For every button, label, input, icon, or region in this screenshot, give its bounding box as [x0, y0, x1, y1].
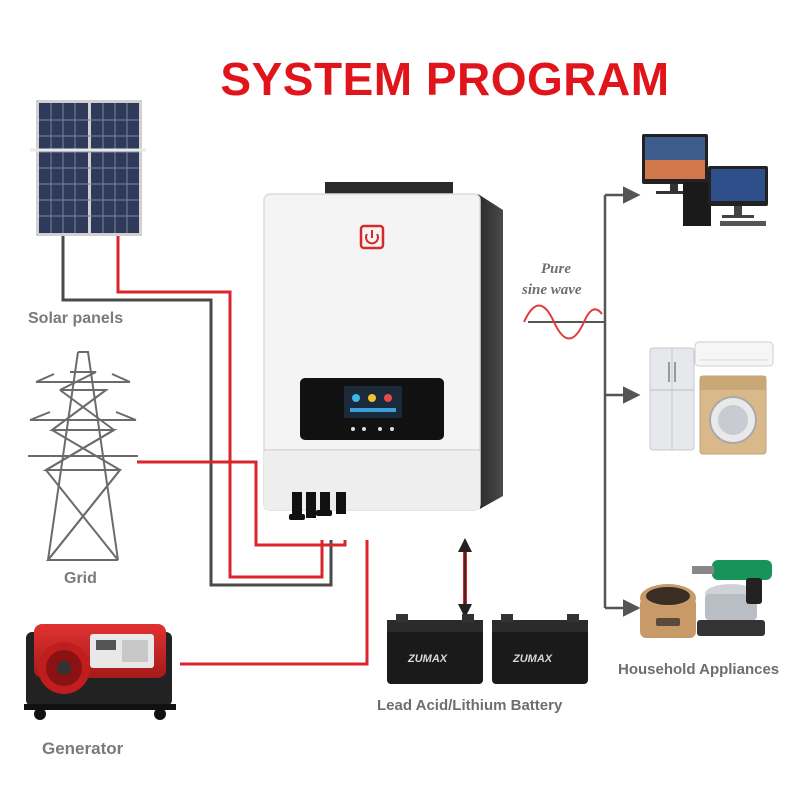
drill-icon [692, 560, 772, 604]
cooking-pot-icon [697, 584, 765, 636]
generator-label: Generator [42, 739, 124, 758]
inverter-terminals [289, 492, 346, 520]
solar-wire-red [116, 235, 324, 579]
battery-label: Lead Acid/Lithium Battery [377, 697, 563, 714]
solar-wire-dark [61, 235, 333, 587]
page-title: SYSTEM PROGRAM [220, 53, 669, 105]
inverter-display [300, 378, 444, 440]
air-conditioner-icon [694, 341, 774, 367]
household-appliances-label: Household Appliances [618, 661, 779, 678]
computer-icon [642, 134, 768, 226]
generator-wire-red [180, 540, 369, 666]
solar-panels-label: Solar panels [28, 310, 123, 327]
wires [61, 186, 641, 666]
battery-brand-1: ZUMAX [407, 653, 448, 665]
grid-label: Grid [64, 570, 97, 587]
battery-link-arrow [458, 538, 472, 618]
generator-icon [24, 624, 176, 720]
inverter-icon [263, 182, 503, 520]
battery-icon-2: ZUMAX [492, 614, 588, 684]
sine-wave-label: sine wave [521, 282, 582, 298]
grid-wire-red [137, 460, 347, 547]
pure-label: Pure [541, 261, 571, 277]
rice-cooker-icon [640, 584, 696, 638]
solar-panel-icon [30, 100, 146, 236]
sine-wave-icon [523, 304, 603, 340]
washing-machine-icon [699, 375, 767, 455]
refrigerator-icon [649, 347, 695, 451]
power-tower-icon [28, 351, 138, 561]
battery-icon-1: ZUMAX [387, 614, 483, 684]
power-logo-icon [359, 224, 385, 250]
battery-brand-2: ZUMAX [512, 653, 553, 665]
